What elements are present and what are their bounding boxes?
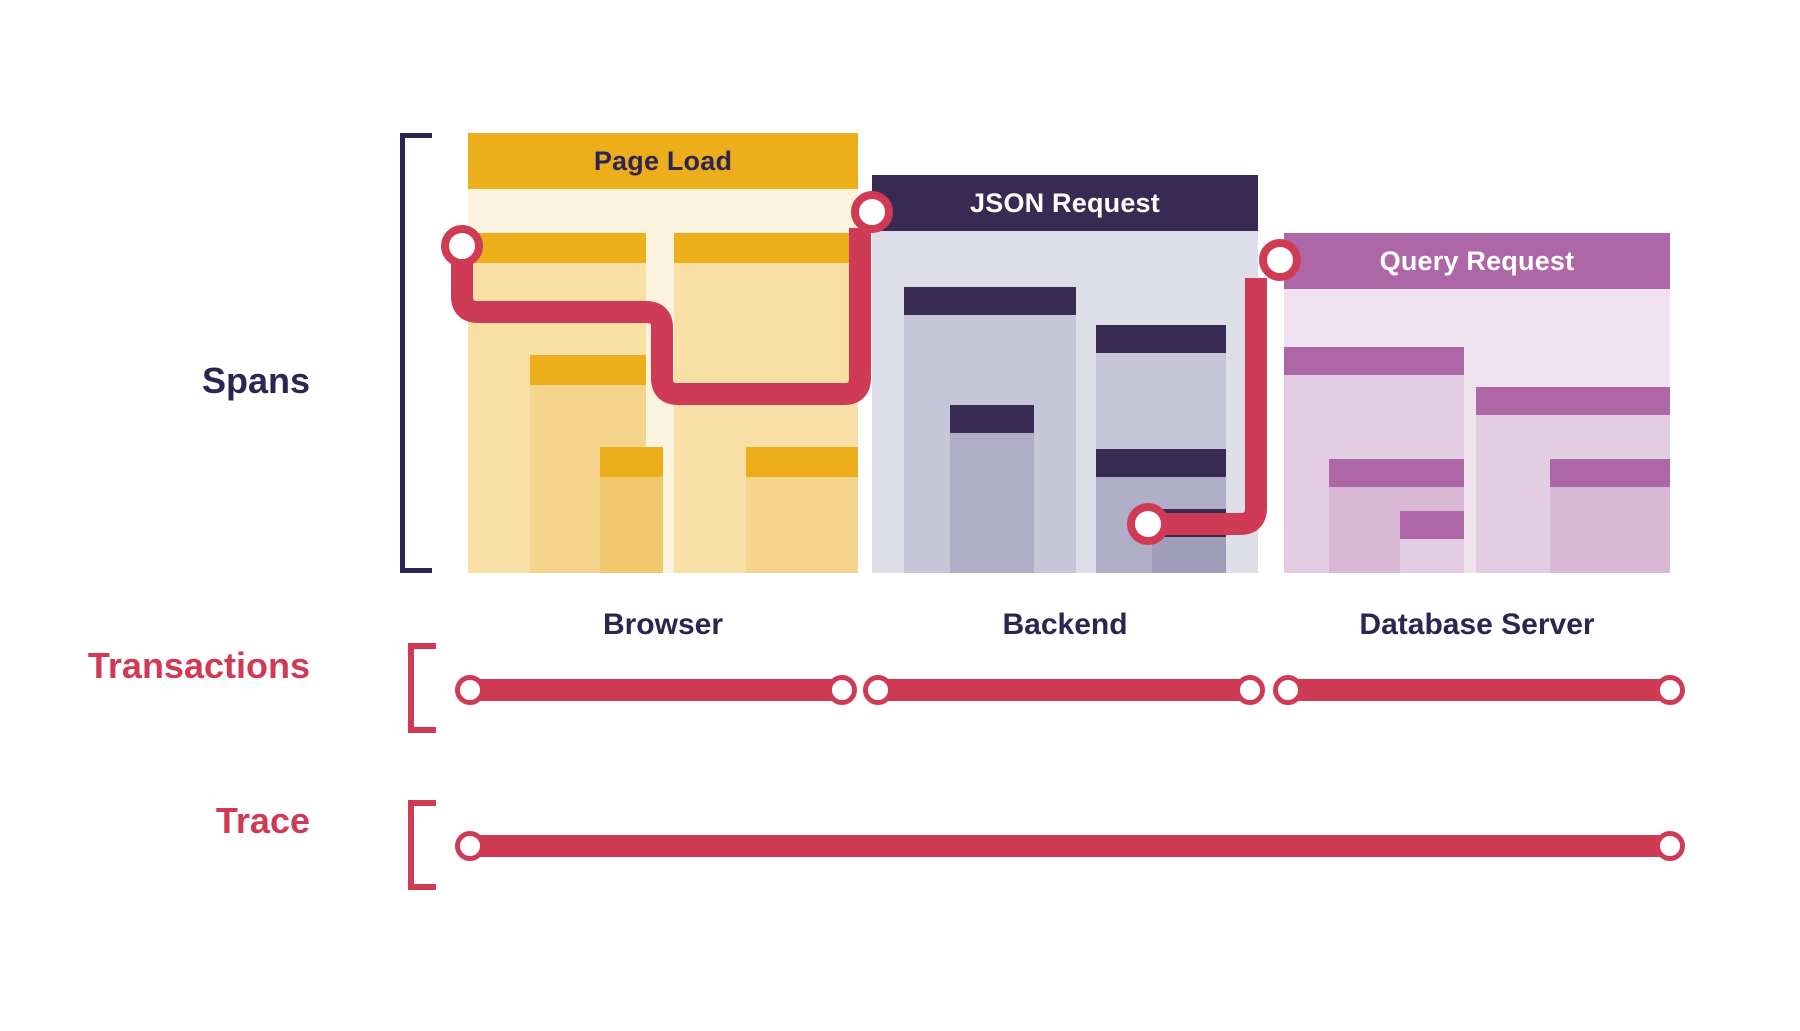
span-browser-leaf-right[interactable] [746, 447, 858, 573]
trace-node-start[interactable] [455, 831, 485, 861]
span-backend-leaf-right[interactable] [1152, 509, 1226, 573]
transaction-node-browser-start[interactable] [455, 675, 485, 705]
span-database-leaf-left[interactable] [1400, 511, 1464, 573]
span-cap [1284, 347, 1464, 375]
span-cap [1096, 325, 1226, 353]
span-stem [1400, 539, 1464, 573]
span-cap [1152, 509, 1226, 537]
service-body-browser [468, 189, 858, 573]
transaction-node-backend-end[interactable] [1235, 675, 1265, 705]
span-stem [746, 477, 858, 573]
transaction-segment-database[interactable] [1288, 679, 1670, 701]
service-column-database[interactable]: Query Request [1284, 233, 1670, 573]
bracket-transactions [408, 643, 436, 733]
span-stem [600, 477, 663, 573]
service-body-database [1284, 289, 1670, 573]
span-cap [950, 405, 1034, 433]
transaction-node-browser-end[interactable] [827, 675, 857, 705]
service-header-database: Query Request [1284, 233, 1670, 289]
span-database-child-right[interactable] [1550, 459, 1670, 573]
span-stem [950, 433, 1034, 573]
transaction-segment-browser[interactable] [470, 679, 842, 701]
bracket-spans [400, 133, 432, 573]
span-cap [1096, 449, 1226, 477]
trace-segment[interactable] [470, 835, 1670, 857]
service-caption-database: Database Server [1359, 608, 1595, 641]
span-browser-leaf-left[interactable] [600, 447, 663, 573]
span-cap [1329, 459, 1464, 487]
span-stem [1550, 487, 1670, 573]
span-cap [468, 233, 646, 263]
trace-node-end[interactable] [1655, 831, 1685, 861]
span-cap [746, 447, 858, 477]
transaction-segment-backend[interactable] [878, 679, 1250, 701]
span-cap [600, 447, 663, 477]
span-cap [1476, 387, 1670, 415]
service-header-backend: JSON Request [872, 175, 1258, 231]
transaction-node-database-end[interactable] [1655, 675, 1685, 705]
span-backend-child-left[interactable] [950, 405, 1034, 573]
service-caption-backend: Backend [1002, 608, 1128, 641]
span-cap [1400, 511, 1464, 539]
service-body-backend [872, 231, 1258, 573]
bracket-trace [408, 800, 436, 890]
span-cap [674, 233, 858, 263]
service-column-backend[interactable]: JSON Request [872, 175, 1258, 573]
row-label-trace: Trace [215, 800, 310, 841]
service-column-browser[interactable]: Page Load [468, 133, 858, 573]
service-header-browser: Page Load [468, 133, 858, 189]
transaction-node-backend-start[interactable] [863, 675, 893, 705]
service-caption-browser: Browser [602, 608, 724, 641]
span-cap [530, 355, 646, 385]
span-stem [1152, 537, 1226, 573]
span-cap [1550, 459, 1670, 487]
row-label-spans: Spans [201, 360, 310, 401]
transaction-node-database-start[interactable] [1273, 675, 1303, 705]
row-label-transactions: Transactions [87, 645, 310, 686]
span-cap [904, 287, 1076, 315]
